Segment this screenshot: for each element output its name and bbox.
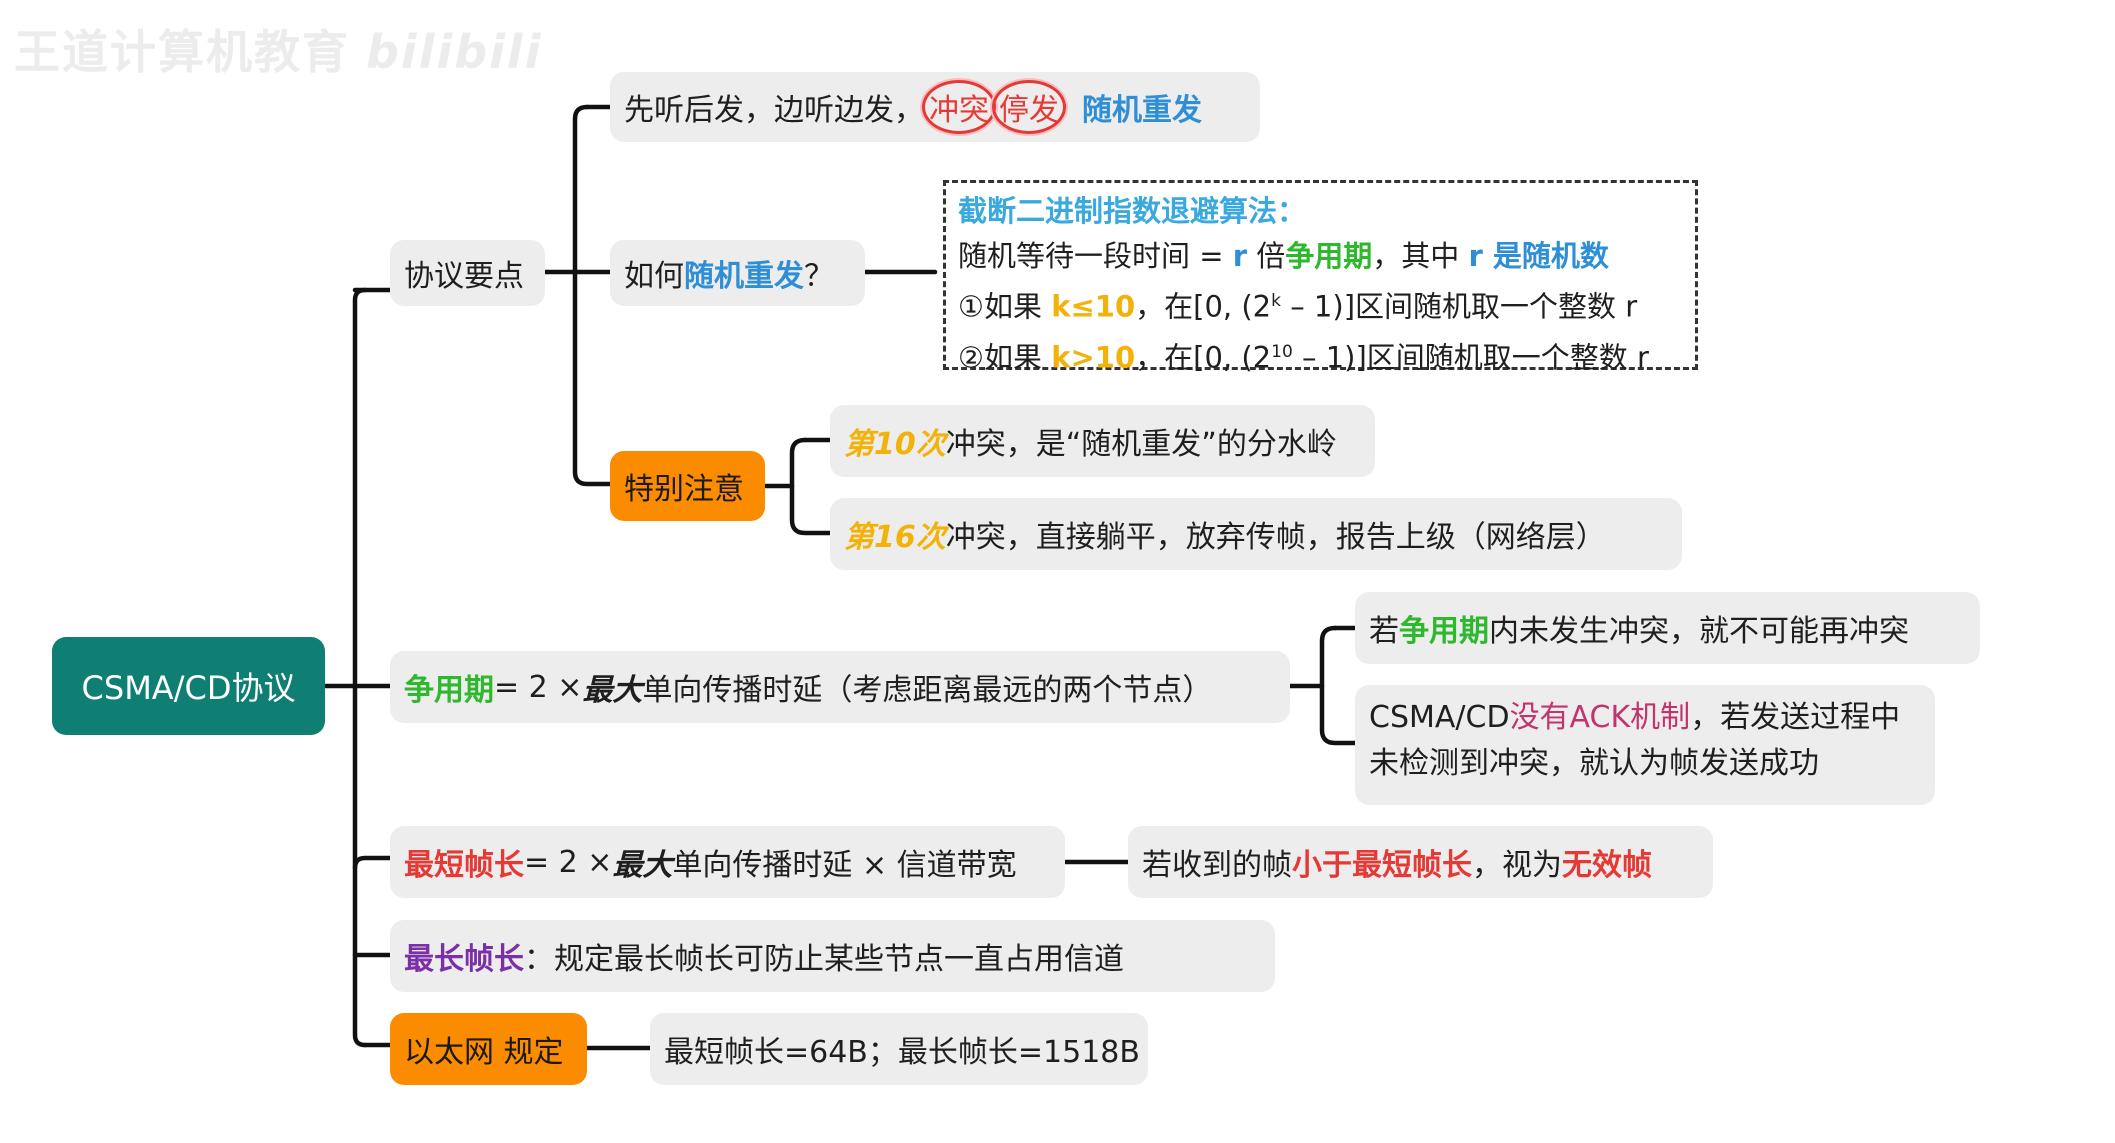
node-min-frame[interactable]: 最短帧长 = 2 × 最大单向传播时延 × 信道带宽 [390,826,1065,898]
algo-l4d: – 1)]区间随机取一个整数 r [1292,340,1649,375]
node-ethernet-rule[interactable]: 以太网 规定 [390,1013,587,1085]
tenth-suffix: 冲突，是“随机重发”的分水岭 [945,427,1337,462]
algo-l2a: 随机等待一段时间 = [958,239,1233,273]
special-note-label: 特别注意 [624,472,744,507]
random-resend-text: 随机重发 [1082,93,1202,128]
minframe-a: 最短帧长 [404,848,524,883]
algorithm-line-2: 随机等待一段时间 = r 倍争用期，其中 r 是随机数 [958,234,1683,279]
invalid-d: 无效帧 [1562,848,1652,883]
nocollide-c: 内未发生冲突，就不可能再冲突 [1489,614,1909,649]
nocollide-b: 争用期 [1399,614,1489,649]
backoff-algorithm-box: 截断二进制指数退避算法： 随机等待一段时间 = r 倍争用期，其中 r 是随机数… [943,180,1698,374]
algo-l4c: ，在[0, (2 [1135,340,1272,375]
maxframe-a: 最长帧长 [404,942,524,977]
node-16th-collision[interactable]: 第16次冲突，直接躺平，放弃传帧，报告上级（网络层） [830,498,1682,570]
minframe-d: 单向传播时延 × 信道带宽 [672,848,1017,883]
node-10th-collision[interactable]: 第10次冲突，是“随机重发”的分水岭 [830,405,1375,477]
protocol-points-label: 协议要点 [404,259,524,294]
how-prefix: 如何 [624,259,684,294]
ethernet-rule-label: 以太网 规定 [404,1035,564,1070]
sixteenth-prefix: 第16次 [844,520,946,555]
node-invalid-frame[interactable]: 若收到的帧小于最短帧长，视为无效帧 [1128,826,1713,898]
collision-circled: 冲突 [922,80,996,134]
node-max-frame[interactable]: 最长帧长：规定最长帧长可防止某些节点一直占用信道 [390,920,1275,992]
ack-a: CSMA/CD [1369,700,1510,735]
sixteenth-suffix: 冲突，直接躺平，放弃传帧，报告上级（网络层） [945,520,1606,555]
root-label: CSMA/CD协议 [81,669,296,707]
ack-b: 没有ACK机制 [1509,700,1691,735]
algo-l2c: 争用期 [1285,239,1373,273]
invalid-b: 小于最短帧长 [1292,848,1472,883]
node-protocol-points[interactable]: 协议要点 [390,240,545,306]
algo-l2r: r [1232,239,1248,273]
root-node[interactable]: CSMA/CD协议 [52,637,325,735]
algorithm-line-3: ①如果 k≤10，在[0, (2k – 1)]区间随机取一个整数 r [958,279,1683,330]
node-no-collision[interactable]: 若争用期内未发生冲突，就不可能再冲突 [1355,592,1980,664]
algo-l3c: ，在[0, (2 [1135,289,1272,324]
watermark: 王道计算机教育 bilibili [14,16,542,82]
algo-l3a: ①如果 [958,289,1052,324]
node-contention-period[interactable]: 争用期 = 2 × 最大单向传播时延（考虑距离最远的两个节点） [390,651,1290,723]
invalid-c: ，视为 [1472,848,1562,883]
listen-prefix: 先听后发，边听边发， [624,93,924,128]
contention-c: 最大 [582,673,643,708]
node-special-note[interactable]: 特别注意 [610,451,765,521]
node-how-resend[interactable]: 如何随机重发？ [610,240,865,306]
node-listen-rule[interactable]: 先听后发，边听边发，冲突停发随机重发 [610,72,1260,142]
tenth-prefix: 第10次 [844,427,946,462]
minframe-c: 最大 [612,848,673,883]
how-suffix: ？ [804,259,834,294]
watermark-text: 王道计算机教育 [14,25,350,79]
ethernet-values-label: 最短帧长=64B；最长帧长=1518B [664,1035,1140,1070]
algo-l4b: k>10 [1051,340,1136,375]
ack-c: ，若发送过程中未检测到冲突，就认为帧发送成功 [1369,700,1901,781]
algo-l2d: ，其中 [1372,239,1469,273]
contention-d: 单向传播时延（考虑距离最远的两个节点） [642,673,1213,708]
contention-a: 争用期 [404,673,494,708]
watermark-brand: bilibili [366,25,543,79]
algo-l3sup: k [1271,291,1281,311]
algorithm-title: 截断二进制指数退避算法： [958,194,1307,228]
minframe-b: = 2 × [524,844,613,880]
maxframe-b: ：规定最长帧长可防止某些节点一直占用信道 [524,942,1124,977]
contention-b: = 2 × [494,669,583,705]
algo-l3d: – 1)]区间随机取一个整数 r [1281,289,1638,324]
how-highlight: 随机重发 [684,259,804,294]
nocollide-a: 若 [1369,614,1399,649]
algo-l2e: r 是随机数 [1468,239,1609,273]
algo-l4sup: 10 [1271,341,1293,362]
algorithm-line-4: ②如果 k>10，在[0, (210 – 1)]区间随机取一个整数 r [958,330,1683,381]
stop-circled: 停发 [992,80,1066,134]
algo-l2b: 倍 [1247,239,1286,273]
algo-l4a: ②如果 [958,340,1052,375]
invalid-a: 若收到的帧 [1142,848,1292,883]
node-ethernet-values[interactable]: 最短帧长=64B；最长帧长=1518B [650,1013,1148,1085]
node-no-ack[interactable]: CSMA/CD没有ACK机制，若发送过程中未检测到冲突，就认为帧发送成功 [1355,685,1935,805]
algo-l3b: k≤10 [1051,289,1136,324]
